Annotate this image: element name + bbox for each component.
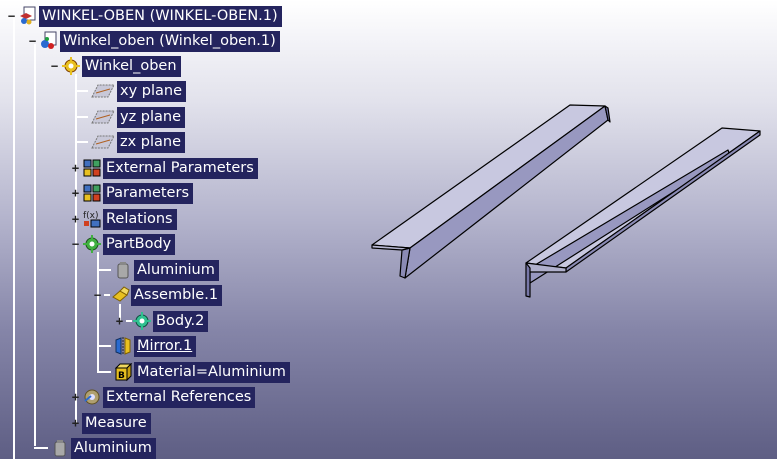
tree-label[interactable]: Aluminium (134, 259, 219, 281)
tree-node-xy-plane[interactable]: xy plane (76, 80, 187, 102)
svg-text:B: B (118, 371, 125, 381)
material-icon (113, 260, 133, 280)
tree-node-material[interactable]: Aluminium (97, 259, 219, 281)
tree-label[interactable]: xy plane (117, 80, 187, 102)
tree-label[interactable]: Body.2 (153, 310, 209, 332)
tree-line (75, 74, 77, 424)
assemble-icon (110, 285, 130, 305)
tree-line (34, 44, 36, 446)
mirror-icon (113, 336, 133, 356)
collapse-toggle[interactable]: − (50, 59, 59, 73)
tree-node-relations[interactable]: + f(x) Relations (70, 208, 177, 230)
tree-label[interactable]: PartBody (103, 233, 176, 255)
tree-line (104, 294, 110, 296)
tree-line (76, 141, 88, 143)
tree-node-material-parameter[interactable]: B Material=Aluminium (97, 361, 290, 383)
part-icon (39, 31, 59, 51)
relations-icon: f(x) (82, 209, 102, 229)
tree-node-winkel-oben[interactable]: − Winkel_oben (49, 55, 181, 77)
tree-label[interactable]: Winkel_oben (Winkel_oben.1) (60, 30, 280, 52)
collapse-toggle[interactable]: − (71, 237, 80, 251)
part-body-icon (61, 56, 81, 76)
expand-toggle[interactable]: + (71, 212, 80, 226)
tree-node-external-references[interactable]: + External References (70, 386, 256, 408)
expand-toggle[interactable]: + (71, 161, 80, 175)
tree-line (97, 269, 111, 271)
material-icon (50, 438, 70, 458)
tree-node-root-material[interactable]: Aluminium (34, 437, 156, 459)
material-parameter-icon: B (113, 362, 133, 382)
tree-label[interactable]: External References (103, 386, 256, 408)
expand-toggle[interactable]: + (71, 186, 80, 200)
collapse-toggle[interactable]: − (28, 34, 37, 48)
tree-label[interactable]: zx plane (117, 131, 186, 153)
tree-line (97, 252, 99, 372)
plane-icon (90, 107, 116, 127)
collapse-toggle[interactable]: − (7, 9, 16, 23)
tree-node-measure[interactable]: + Measure (70, 412, 151, 434)
expand-toggle[interactable]: + (115, 314, 124, 328)
tree-line (97, 371, 111, 373)
tree-node-yz-plane[interactable]: yz plane (76, 106, 186, 128)
tree-label[interactable]: External Parameters (103, 157, 258, 179)
tree-label[interactable]: yz plane (117, 106, 186, 128)
tree-label[interactable]: Mirror.1 (134, 335, 197, 357)
tree-node-zx-plane[interactable]: zx plane (76, 131, 186, 153)
tree-label[interactable]: Relations (103, 208, 177, 230)
plane-icon (90, 132, 116, 152)
tree-line (97, 345, 111, 347)
tree-label[interactable]: Parameters (103, 182, 193, 204)
tree-line (76, 116, 88, 118)
left-angle-profile (371, 104, 611, 279)
tree-node-part[interactable]: − Winkel_oben (Winkel_oben.1) (27, 30, 280, 52)
tree-node-mirror[interactable]: Mirror.1 (97, 335, 197, 357)
tree-label[interactable]: Aluminium (71, 437, 156, 459)
tree-node-partbody[interactable]: − PartBody (70, 233, 176, 255)
tree-label[interactable]: Winkel_oben (82, 55, 181, 77)
tree-node-parameters[interactable]: + Parameters (70, 182, 193, 204)
body-icon (82, 234, 102, 254)
tree-line (76, 90, 88, 92)
product-icon (18, 6, 38, 26)
right-angle-profile (525, 127, 761, 298)
parameters-icon (82, 158, 102, 178)
external-references-icon (82, 387, 102, 407)
tree-node-body2[interactable]: + Body.2 (114, 310, 209, 332)
tree-node-root[interactable]: − WINKEL-OBEN (WINKEL-OBEN.1) (6, 5, 282, 27)
tree-line (13, 18, 15, 459)
tree-line (34, 447, 48, 449)
expand-toggle[interactable]: + (71, 416, 80, 430)
parameters-icon (82, 183, 102, 203)
plane-icon (90, 81, 116, 101)
body-icon (132, 311, 152, 331)
tree-label[interactable]: Material=Aluminium (134, 361, 290, 383)
svg-text:f(x): f(x) (83, 211, 99, 221)
tree-line (126, 320, 132, 322)
tree-label[interactable]: Measure (82, 412, 151, 434)
expand-toggle[interactable]: + (71, 390, 80, 404)
tree-line (119, 304, 121, 321)
tree-label[interactable]: Assemble.1 (131, 284, 223, 306)
tree-label[interactable]: WINKEL-OBEN (WINKEL-OBEN.1) (39, 5, 282, 27)
collapse-toggle[interactable]: − (93, 288, 102, 302)
tree-node-assemble[interactable]: − Assemble.1 (92, 284, 223, 306)
tree-node-external-parameters[interactable]: + External Parameters (70, 157, 258, 179)
